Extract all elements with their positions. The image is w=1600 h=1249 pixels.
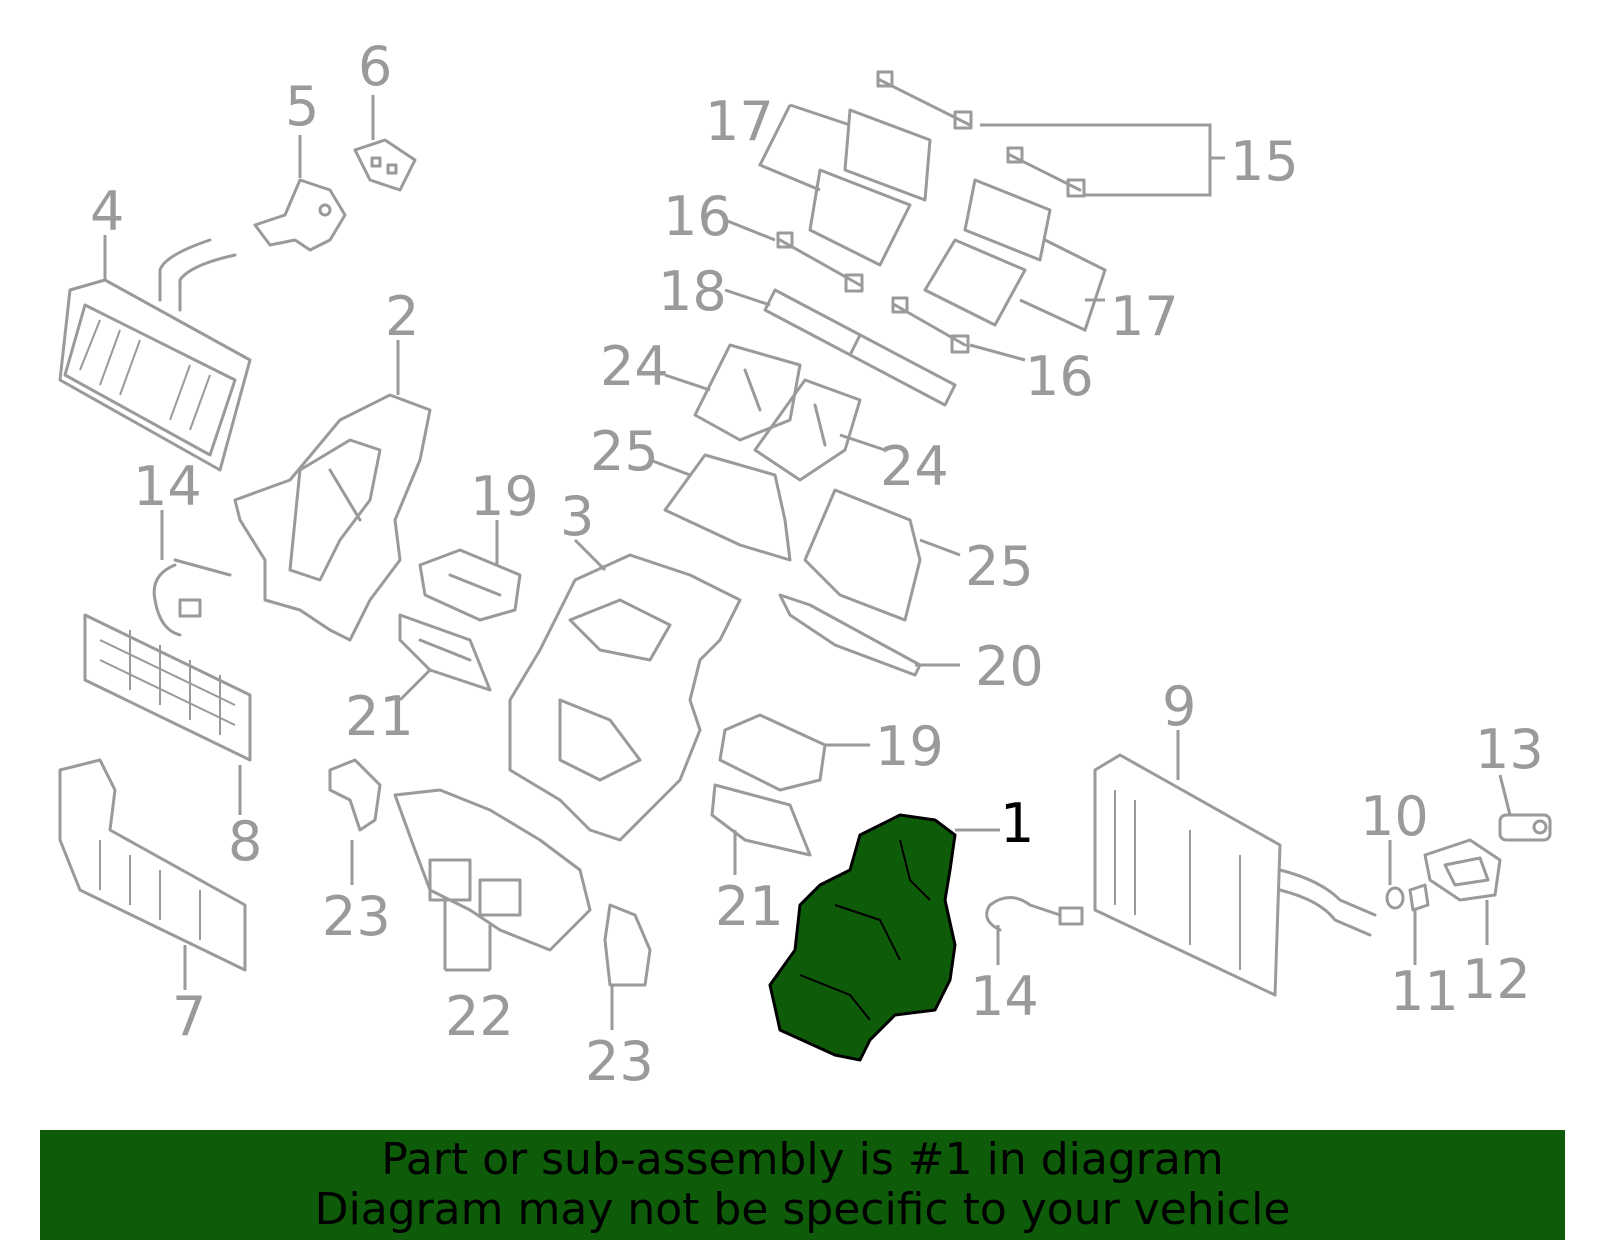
banner-line-1: Part or sub-assembly is #1 in diagram <box>381 1134 1224 1185</box>
part-door-21-left <box>398 613 492 692</box>
callout-9: 9 <box>1162 675 1196 738</box>
callout-1: 1 <box>1000 792 1034 855</box>
part-duct-23-left <box>328 758 382 832</box>
part-duct-22 <box>393 788 592 952</box>
callout-25-lower: 25 <box>965 535 1034 598</box>
part-duct-23-right <box>603 903 652 987</box>
callout-labels: 1 2 3 4 5 6 7 8 9 10 11 12 13 14 14 15 1… <box>90 35 1544 1093</box>
info-banner: Part or sub-assembly is #1 in diagram Di… <box>40 1130 1565 1240</box>
callout-21-left: 21 <box>345 685 414 748</box>
callout-13: 13 <box>1475 718 1544 781</box>
part-duct-7 <box>58 758 247 972</box>
callout-7: 7 <box>172 985 206 1048</box>
part-1-highlighted-case <box>768 813 957 1062</box>
callout-25-upper: 25 <box>590 420 659 483</box>
callout-16-lower: 16 <box>1025 345 1094 408</box>
part-heater-core <box>58 238 252 472</box>
part-case-left <box>233 393 432 642</box>
banner-line-2: Diagram may not be specific to your vehi… <box>314 1184 1291 1235</box>
callout-4: 4 <box>90 180 124 243</box>
callout-21-right: 21 <box>715 875 784 938</box>
exploded-parts-diagram: 1 2 3 4 5 6 7 8 9 10 11 12 13 14 14 15 1… <box>58 35 1552 1093</box>
callout-3: 3 <box>560 485 594 548</box>
callout-16-upper: 16 <box>663 185 732 248</box>
part-doors-25 <box>663 453 922 622</box>
callout-20: 20 <box>975 635 1044 698</box>
leader-lines <box>103 95 1512 1030</box>
part-doors-24 <box>693 343 862 482</box>
callout-2: 2 <box>385 285 419 348</box>
callout-12: 12 <box>1462 948 1531 1011</box>
part-door-19-lower <box>718 713 827 792</box>
callout-24-lower: 24 <box>880 435 949 498</box>
callout-14-right: 14 <box>970 965 1039 1028</box>
part-sensor-left <box>152 558 232 637</box>
part-small-fittings <box>1385 813 1552 912</box>
part-filters-17 <box>808 108 1052 327</box>
part-door-19-upper <box>418 548 522 622</box>
callout-17-lower: 17 <box>1110 285 1179 348</box>
callout-19-lower: 19 <box>875 715 944 778</box>
callout-23-right: 23 <box>585 1030 654 1093</box>
callout-14-left: 14 <box>133 455 202 518</box>
part-case-center <box>508 553 742 842</box>
callout-8: 8 <box>228 810 262 873</box>
part-door-21-right <box>710 783 812 857</box>
callout-24-upper: 24 <box>600 335 669 398</box>
part-evaporator <box>1093 753 1377 997</box>
callout-23-left: 23 <box>322 885 391 948</box>
callout-19-upper: 19 <box>470 465 539 528</box>
callout-17-upper: 17 <box>705 90 774 153</box>
callout-10: 10 <box>1360 785 1429 848</box>
part-clip <box>353 138 417 192</box>
callout-18: 18 <box>658 260 727 323</box>
part-bar-18 <box>763 288 957 407</box>
part-bracket <box>253 178 347 252</box>
part-bolts <box>776 70 1086 354</box>
part-sensor-right <box>985 896 1084 932</box>
callout-5: 5 <box>285 75 319 138</box>
part-plate-20 <box>778 593 922 677</box>
callout-22: 22 <box>445 985 514 1048</box>
callout-11: 11 <box>1390 960 1459 1023</box>
part-filter <box>83 613 252 762</box>
callout-15: 15 <box>1230 130 1299 193</box>
callout-6: 6 <box>358 35 392 98</box>
